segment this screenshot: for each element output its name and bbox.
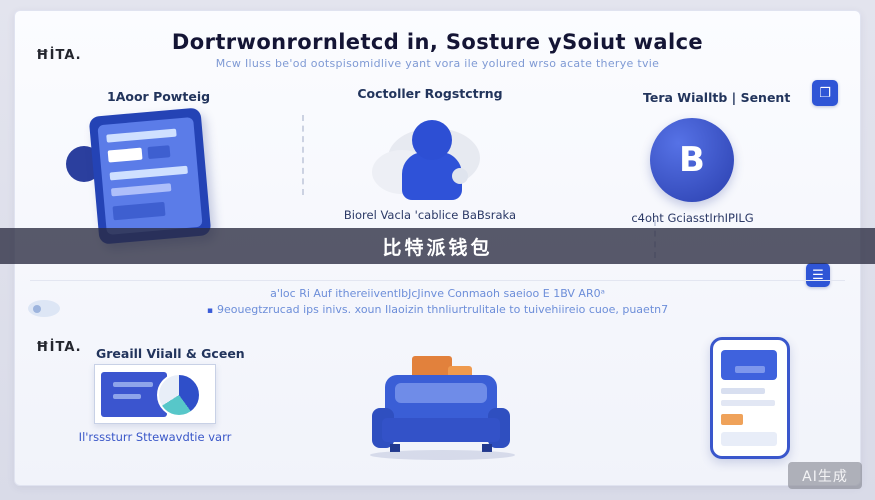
phone-app-banner-line (735, 366, 765, 373)
caption-bottom-left: Il'rsssturr Sttewavdtie varr (78, 430, 232, 444)
caption-right: c4oht GciasstIrhIPILG (631, 211, 754, 225)
ai-generated-watermark: AI生成 (788, 462, 862, 489)
panel-line (113, 382, 153, 387)
sofa-cushion (395, 383, 487, 403)
caption-middle: Biorel Vacla 'cablice BaBsraka (343, 208, 517, 222)
page-title: Dortrwonrornletcd in, Sosture ySoiut wal… (171, 30, 704, 54)
person-head (412, 120, 452, 160)
screen-chip (147, 145, 171, 160)
section-label-bottom-left: Greaill Viiall & Gceen (96, 346, 245, 361)
section-divider (30, 280, 845, 281)
sofa-shadow (370, 450, 515, 460)
window-icon[interactable]: ❐ (812, 80, 838, 106)
info-line-1-text: a'loc Ri Auf ithereiiventlbJcJinve Conma… (270, 287, 605, 300)
brand-logo-bottom: ĦİTA. (36, 340, 82, 355)
sofa-leg (390, 444, 400, 452)
decorative-ellipse (28, 300, 60, 317)
page-subtitle: Mcw Iluss be'od ootspisomidlive yant vor… (215, 57, 660, 70)
sofa-seat (382, 418, 500, 442)
smartphone-illustration-top (88, 107, 212, 245)
sofa-leg (482, 444, 492, 452)
screen-bar (106, 128, 177, 143)
screen-bar (110, 183, 172, 197)
panel-line (113, 394, 141, 399)
dashed-divider-left (302, 115, 304, 195)
window-icon-glyph: ❐ (819, 85, 831, 101)
coin-letter: B (679, 140, 705, 180)
smartphone-illustration-bottom (710, 337, 790, 459)
section-label-left: 1Aoor Powteig (107, 89, 211, 104)
phone-card-block (721, 432, 777, 446)
screen-chip (107, 147, 143, 163)
overlay-banner: 比特派钱包 (0, 228, 875, 264)
pie-chart-icon (157, 373, 201, 417)
phone-text-line (721, 400, 775, 406)
banner-text: 比特派钱包 (382, 236, 493, 259)
watermark-text: AI生成 (802, 468, 848, 485)
chart-card-illustration (94, 364, 216, 424)
phone-text-line (721, 388, 765, 394)
brand-logo-top: ĦİTA. (36, 48, 82, 63)
person-hand (452, 168, 468, 184)
info-line-2: ▪ 9eouegtzrucad ips inivs. xoun Ilaoizin … (0, 303, 875, 316)
phone-screen (97, 117, 203, 235)
list-icon[interactable]: ☰ (806, 263, 830, 287)
screen-bar (109, 165, 188, 181)
coin-b-icon: B (650, 118, 734, 202)
info-line-1: a'loc Ri Auf ithereiiventlbJcJinve Conma… (0, 287, 875, 300)
chart-panel (101, 372, 167, 417)
screen-button (112, 201, 166, 221)
phone-app-banner (721, 350, 777, 380)
info-line-2-text: 9eouegtzrucad ips inivs. xoun Ilaoizin t… (217, 303, 669, 316)
section-label-right: Tera Wialltb | Senent (643, 90, 791, 105)
bullet-icon: ▪ (206, 306, 213, 316)
list-icon-glyph: ☰ (812, 267, 824, 283)
section-label-middle: Coctoller Rogstctrng (357, 86, 503, 101)
phone-orange-chip (721, 414, 743, 425)
